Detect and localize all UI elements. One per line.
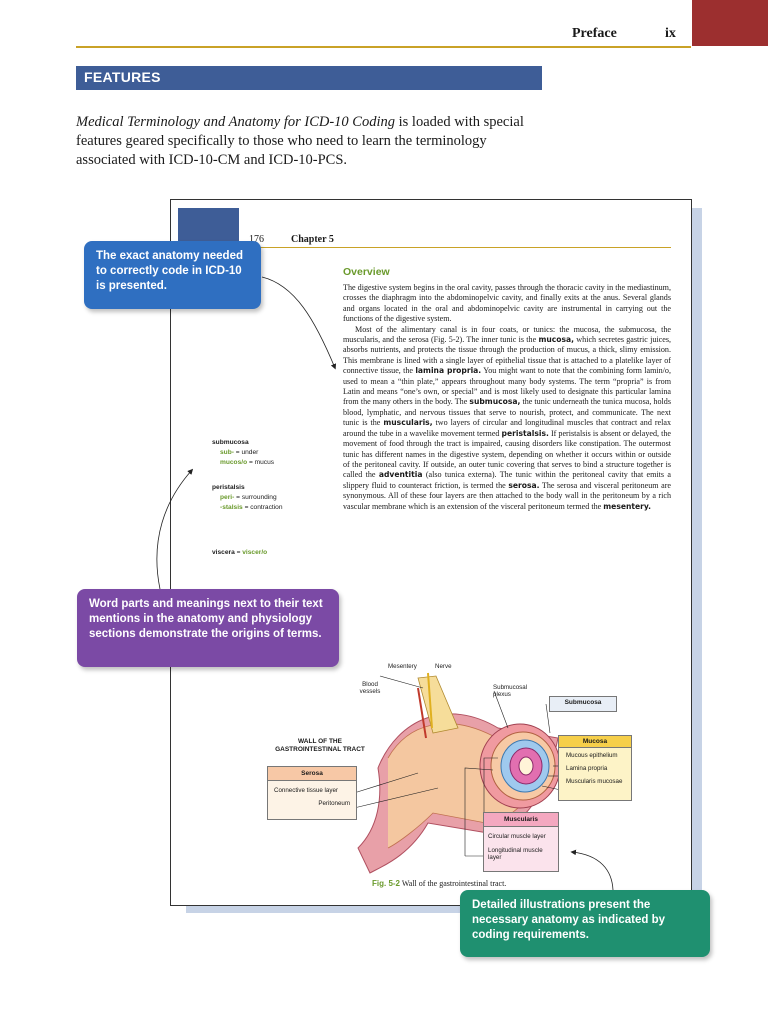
mucosa-box-title: Mucosa: [559, 736, 631, 748]
header-color-block: [692, 0, 768, 46]
cross-section-lumen: [518, 756, 534, 776]
paragraph-text: (also tunica externa). The tunic within …: [343, 470, 671, 490]
callout-word-parts: Word parts and meanings next to their te…: [77, 589, 339, 667]
word-part-meaning: contraction: [250, 504, 283, 511]
glossary-term: submucosa: [212, 439, 249, 446]
arrow-anatomy: [261, 276, 337, 370]
book-title: Medical Terminology and Anatomy for ICD-…: [76, 114, 395, 130]
features-banner: FEATURES: [76, 66, 542, 90]
mucosa-item: Mucous epithelium: [566, 752, 618, 759]
word-part: -stalsis: [220, 504, 243, 511]
word-part-meaning: mucus: [254, 459, 275, 466]
mucosa-item: Lamina propria: [566, 765, 608, 772]
word-part: sub-: [220, 449, 234, 456]
overview-body: The digestive system begins in the oral …: [343, 283, 671, 512]
glossary-peristalsis: peristalsis peri- = surrounding -stalsis…: [212, 483, 283, 513]
label-mesentery: Mesentery: [388, 663, 417, 670]
figure-title: WALL OF THE GASTROINTESTINAL TRACT: [275, 738, 365, 753]
paragraph-text: which secretes gastric juices, absorbs n…: [343, 335, 671, 376]
gi-wall-illustration: [353, 672, 562, 874]
figure-caption-text: Wall of the gastrointestinal tract.: [401, 879, 507, 888]
glossary-part: peri- = surrounding: [220, 494, 277, 501]
blood-vessel-line: [417, 687, 427, 739]
overview-paragraph-2: Most of the alimentary canal is in four …: [343, 325, 671, 512]
key-term: mucosa,: [538, 335, 575, 345]
paragraph-text: If peristalsis is absent or delayed, the…: [343, 428, 671, 480]
muscularis-item: Longitudinal muscle layer: [488, 847, 543, 861]
label-submucosal-plexus: Submucosal plexus: [493, 684, 528, 698]
key-term: peristalsis.: [501, 428, 549, 438]
glossary-part: mucos/o = mucus: [220, 459, 275, 466]
mucosa-item: Muscularis mucosae: [566, 778, 623, 785]
submucosa-box-title: Submucosa: [564, 699, 602, 706]
glossary-part: -stalsis = contraction: [220, 504, 283, 511]
sample-header-rule: [240, 247, 671, 248]
arrow-illustrations: [570, 849, 614, 891]
glossary-term: peristalsis: [212, 484, 245, 491]
key-term: muscularis,: [383, 418, 433, 428]
intro-text: is loaded with special features geared s…: [76, 114, 524, 168]
muscularis-box: Muscularis Circular muscle layer Longitu…: [483, 812, 559, 872]
label-blood-vessels: Blood vessels: [359, 681, 381, 695]
muscularis-item: Circular muscle layer: [488, 833, 546, 840]
label-nerve: Nerve: [435, 663, 452, 670]
features-intro: Medical Terminology and Anatomy for ICD-…: [76, 113, 546, 170]
glossary-viscera: viscera = viscer/o: [212, 549, 268, 556]
key-term: serosa.: [508, 480, 540, 490]
overview-paragraph-1: The digestive system begins in the oral …: [343, 283, 671, 324]
running-header-section: Preface: [572, 26, 617, 41]
mesentery-shape: [417, 675, 459, 734]
key-term: submucosa,: [469, 397, 521, 407]
glossary-part: sub- = under: [220, 449, 259, 456]
sample-page-number: 176: [249, 234, 264, 245]
key-term: mesentery.: [603, 501, 652, 511]
callout-illustrations: Detailed illustrations present the neces…: [460, 890, 710, 957]
submucosa-box: Submucosa: [549, 696, 617, 712]
glossary-term: viscera: [212, 549, 235, 556]
paragraph-text: the tunic underneath the tunica mucosa, …: [343, 397, 671, 428]
overview-heading: Overview: [343, 266, 390, 278]
nerve-line: [427, 672, 433, 729]
figure-caption-label: Fig. 5-2: [372, 879, 401, 888]
header-rule: [76, 46, 691, 48]
features-title: FEATURES: [84, 69, 161, 85]
sample-chapter: Chapter 5: [291, 234, 334, 245]
word-part: mucos/o: [220, 459, 248, 466]
arrow-word-parts: [156, 468, 194, 590]
mucosa-box: Mucosa Mucous epithelium Lamina propria …: [558, 735, 632, 801]
paragraph-text: The serosa and visceral peritoneum are s…: [343, 480, 671, 511]
paragraph-text: You might want to note that the combinin…: [343, 366, 672, 407]
paragraph-text: two layers of circular and longitudinal …: [343, 418, 672, 438]
paragraph-text: Most of the alimentary canal is in four …: [343, 324, 671, 345]
glossary-submucosa: submucosa sub- = under mucos/o = mucus: [212, 438, 274, 468]
figure-caption: Fig. 5-2 Wall of the gastrointestinal tr…: [372, 879, 506, 888]
word-part: viscer/o: [242, 549, 268, 556]
key-term: adventitia: [378, 470, 423, 480]
serosa-box-title: Serosa: [268, 767, 356, 781]
serosa-item: Peritoneum: [318, 800, 350, 807]
sample-page-tab: [178, 208, 239, 244]
word-part-meaning: surrounding: [241, 494, 277, 501]
word-part-meaning: under: [241, 449, 259, 456]
key-term: lamina propria.: [415, 366, 482, 376]
running-header-page-number: ix: [665, 26, 676, 41]
serosa-box: Serosa Connective tissue layer Peritoneu…: [267, 766, 357, 820]
callout-anatomy: The exact anatomy needed to correctly co…: [84, 241, 261, 309]
word-part: peri-: [220, 494, 235, 501]
muscularis-box-title: Muscularis: [484, 813, 558, 827]
serosa-item: Connective tissue layer: [274, 787, 338, 794]
